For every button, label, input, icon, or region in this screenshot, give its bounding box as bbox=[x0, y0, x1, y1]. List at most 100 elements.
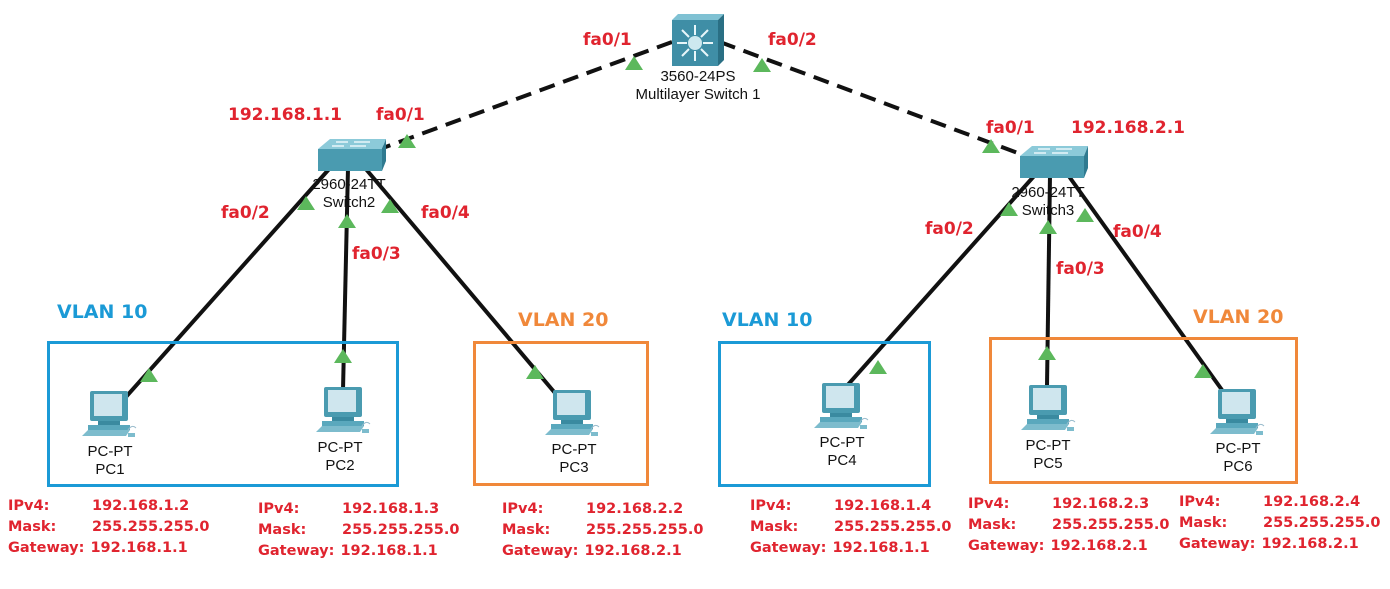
mask-key: Mask: bbox=[750, 519, 799, 535]
gateway-row: Gateway:192.168.2.1 bbox=[968, 536, 1169, 557]
trunk-link-core-switch2[interactable] bbox=[349, 40, 673, 162]
link-switch2-pc1[interactable] bbox=[123, 166, 332, 400]
pc-name: PC5 bbox=[1033, 455, 1063, 472]
pc-icon[interactable] bbox=[1210, 388, 1266, 438]
switch2-port-fa0-2: fa0/2 bbox=[221, 203, 270, 223]
gateway-row: Gateway: 192.168.1.1 bbox=[8, 538, 209, 559]
ipv4-row: IPv4:192.168.1.4 bbox=[750, 496, 951, 517]
pc-name: PC2 bbox=[325, 457, 355, 474]
ipv4-value: 192.168.1.3 bbox=[342, 501, 440, 517]
mask-value: 255.255.255.0 bbox=[92, 519, 210, 535]
switch3-svi-ip: 192.168.2.1 bbox=[1071, 118, 1186, 138]
ipv4-key: IPv4: bbox=[1179, 494, 1221, 510]
pc-icon[interactable] bbox=[316, 386, 372, 436]
pc-ip-config: IPv4:192.168.2.4 Mask:255.255.255.0 Gate… bbox=[1179, 492, 1380, 555]
pc-name: PC4 bbox=[827, 452, 857, 469]
link-switch2-pc3[interactable] bbox=[363, 166, 557, 395]
gateway-value: 192.168.1.1 bbox=[832, 540, 930, 556]
mask-key: Mask: bbox=[1179, 515, 1228, 531]
pc-label: PC-PT PC5 bbox=[1026, 437, 1071, 473]
switch3-model: 2960-24TT bbox=[1011, 184, 1085, 201]
mask-row: Mask: 255.255.255.0 bbox=[1179, 513, 1380, 534]
pc-model: PC-PT bbox=[1215, 440, 1261, 457]
switch3-port-fa0-3: fa0/3 bbox=[1056, 259, 1105, 279]
link-up-indicator bbox=[338, 214, 356, 228]
gateway-value: 192.168.2.1 bbox=[584, 543, 682, 559]
core-switch-model: 3560-24PS bbox=[660, 68, 736, 85]
core-switch-label: 3560-24PS Multilayer Switch 1 bbox=[635, 68, 760, 104]
gateway-key: Gateway: bbox=[502, 543, 579, 559]
multilayer-switch-icon[interactable] bbox=[672, 14, 724, 66]
gateway-value: 192.168.2.1 bbox=[1050, 538, 1148, 554]
gateway-key: Gateway: bbox=[1179, 536, 1256, 552]
switch2-model: 2960-24TT bbox=[312, 176, 386, 193]
core-port-label-left: fa0/1 bbox=[583, 30, 632, 50]
pc-model: PC-PT bbox=[87, 443, 133, 460]
switch3-name: Switch3 bbox=[1021, 202, 1075, 219]
switch3-label: 2960-24TT Switch3 bbox=[1011, 184, 1084, 220]
mask-row: Mask:255.255.255.0 bbox=[258, 520, 459, 541]
pc-model: PC-PT bbox=[551, 441, 597, 458]
pc-icon[interactable] bbox=[1021, 384, 1077, 434]
pc-icon[interactable] bbox=[814, 382, 870, 432]
ipv4-row: IPv4: 192.168.2.2 bbox=[502, 499, 703, 520]
pc-ip-config: IPv4:192.168.1.4 Mask: 255.255.255.0 Gate… bbox=[750, 496, 951, 559]
mask-row: Mask:255.255.255.0 bbox=[502, 520, 703, 541]
ipv4-key: IPv4: bbox=[968, 496, 1010, 512]
link-switch3-pc6[interactable] bbox=[1066, 173, 1224, 392]
vlan-label: VLAN 10 bbox=[57, 301, 148, 323]
trunk-link-core-switch3[interactable] bbox=[719, 40, 1051, 167]
switch3-uplink-port: fa0/1 bbox=[986, 118, 1035, 138]
mask-row: Mask: 255.255.255.0 bbox=[750, 517, 951, 538]
switch2-port-fa0-3: fa0/3 bbox=[352, 244, 401, 264]
pc-name: PC6 bbox=[1223, 458, 1253, 475]
switch2-port-fa0-4: fa0/4 bbox=[421, 203, 470, 223]
pc-label: PC-PT PC3 bbox=[552, 441, 597, 477]
switch2-svi-ip: 192.168.1.1 bbox=[228, 105, 343, 125]
switch-icon[interactable] bbox=[314, 139, 386, 173]
ipv4-row: IPv4: 192.168.2.3 bbox=[968, 494, 1169, 515]
mask-value: 255.255.255.0 bbox=[586, 522, 704, 538]
gateway-key: Gateway: bbox=[8, 540, 85, 556]
ipv4-row: IPv4: 192.168.1.3 bbox=[258, 499, 459, 520]
pc-icon[interactable] bbox=[545, 389, 601, 439]
ipv4-value: 192.168.2.3 bbox=[1052, 496, 1150, 512]
ipv4-value: 192.168.2.2 bbox=[586, 501, 684, 517]
pc-ip-config: IPv4: 192.168.1.3 Mask:255.255.255.0 Gate… bbox=[258, 499, 459, 562]
mask-value: 255.255.255.0 bbox=[1263, 515, 1381, 531]
gateway-key: Gateway: bbox=[750, 540, 827, 556]
ipv4-key: IPv4: bbox=[502, 501, 544, 517]
mask-key: Mask: bbox=[8, 519, 57, 535]
link-up-indicator bbox=[1039, 220, 1057, 234]
gateway-value: 192.168.2.1 bbox=[1261, 536, 1359, 552]
core-switch-name: Multilayer Switch 1 bbox=[635, 86, 761, 103]
vlan-label: VLAN 10 bbox=[722, 309, 813, 331]
mask-row: Mask:255.255.255.0 bbox=[968, 515, 1169, 536]
pc-model: PC-PT bbox=[819, 434, 865, 451]
pc-label: PC-PT PC2 bbox=[318, 439, 363, 475]
pc-ip-config: IPv4: 192.168.2.2 Mask:255.255.255.0 Gate… bbox=[502, 499, 703, 562]
vlan10-group-box bbox=[718, 341, 931, 487]
ipv4-key: IPv4: bbox=[8, 498, 50, 514]
gateway-key: Gateway: bbox=[258, 543, 335, 559]
switch-icon[interactable] bbox=[1016, 146, 1088, 180]
pc-label: PC-PT PC6 bbox=[1216, 440, 1261, 476]
gateway-value: 192.168.1.1 bbox=[90, 540, 188, 556]
pc-label: PC-PT PC4 bbox=[820, 434, 865, 470]
switch2-uplink-port: fa0/1 bbox=[376, 105, 425, 125]
switch3-port-fa0-2: fa0/2 bbox=[925, 219, 974, 239]
gateway-row: Gateway: 192.168.1.1 bbox=[750, 538, 951, 559]
vlan20-group-box bbox=[473, 341, 649, 486]
pc-icon[interactable] bbox=[82, 390, 138, 440]
mask-value: 255.255.255.0 bbox=[342, 522, 460, 538]
switch2-name: Switch2 bbox=[322, 194, 376, 211]
pc-model: PC-PT bbox=[1025, 437, 1071, 454]
ipv4-key: IPv4: bbox=[750, 498, 792, 514]
mask-row: Mask: 255.255.255.0 bbox=[8, 517, 209, 538]
link-switch3-pc4[interactable] bbox=[843, 173, 1037, 390]
mask-value: 255.255.255.0 bbox=[834, 519, 952, 535]
ipv4-key: IPv4: bbox=[258, 501, 300, 517]
gateway-value: 192.168.1.1 bbox=[340, 543, 438, 559]
